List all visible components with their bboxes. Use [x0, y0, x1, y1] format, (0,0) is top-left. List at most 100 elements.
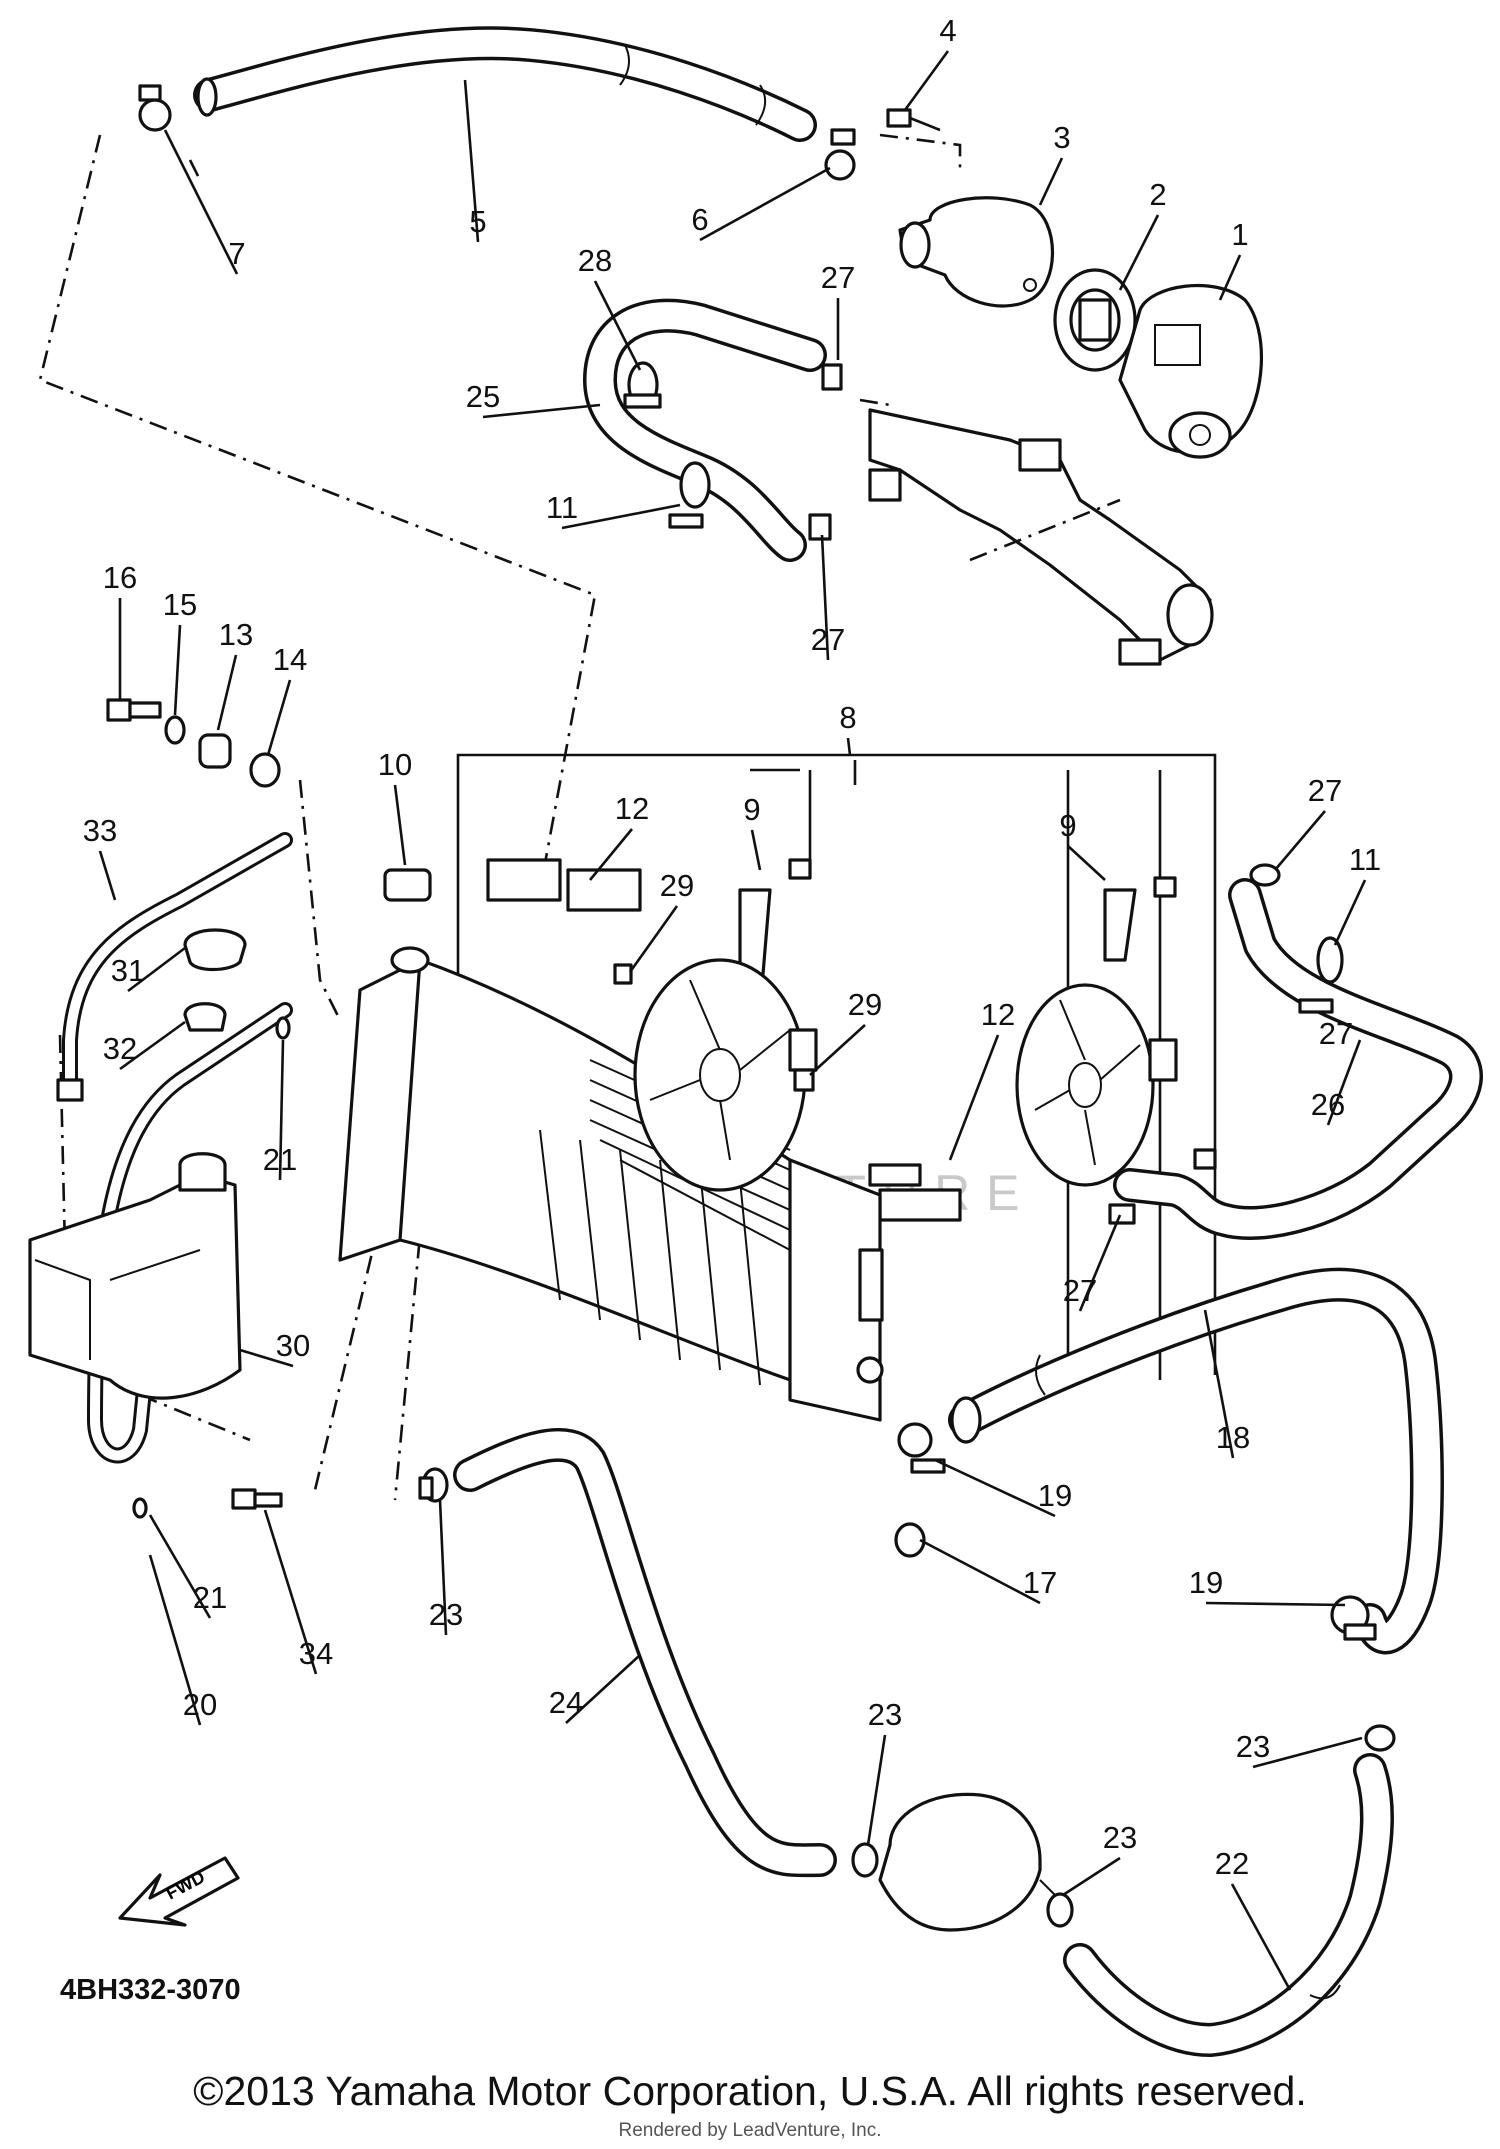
radiator-hose-18	[948, 1267, 1444, 1655]
hose-clamp-23-d	[1364, 1724, 1396, 1752]
diagram-code: 4BH332-3070	[60, 1974, 241, 2006]
callout-leader-29	[628, 905, 679, 973]
callout-27: 27	[1319, 1016, 1353, 1051]
callout-leader-21	[278, 1039, 285, 1181]
callout-32: 32	[103, 1031, 137, 1066]
callout-27: 27	[1063, 1273, 1097, 1308]
callout-leader-5	[463, 79, 480, 243]
radiator	[338, 946, 884, 1422]
water-pump-housing	[878, 1792, 1056, 1932]
upper-hose-5	[193, 26, 817, 142]
callout-leader-25	[482, 403, 601, 419]
collar-17	[894, 1522, 926, 1558]
bolt-34	[231, 1488, 283, 1510]
callout-leader-1	[1218, 254, 1242, 301]
callout-leader-9	[1067, 845, 1106, 881]
callout-9: 9	[743, 792, 760, 827]
callout-leader-20	[148, 1554, 202, 1726]
hose-clamp-6	[824, 128, 856, 181]
callout-28: 28	[578, 243, 612, 278]
hose-22	[1063, 1753, 1394, 2057]
callout-17: 17	[1023, 1565, 1057, 1600]
hose-26	[1113, 878, 1483, 1240]
hose-clamp-11-upper	[668, 461, 711, 529]
callout-33: 33	[83, 813, 117, 848]
hose-clamp-27-d	[1108, 1203, 1136, 1225]
callout-leader-19	[934, 1458, 1056, 1518]
label-sheets-12-upper	[486, 858, 642, 912]
coolant-reservoir-30	[28, 1152, 242, 1400]
rubber-10	[383, 868, 432, 902]
callout-leader-27	[1274, 810, 1326, 871]
callout-leader-19	[1205, 1601, 1346, 1607]
hose-clamp-23-c	[1046, 1892, 1074, 1928]
overflow-hose-33	[56, 832, 293, 1102]
callout-leader-31	[127, 946, 186, 993]
callout-2: 2	[1149, 177, 1166, 212]
callout-leader-32	[119, 1020, 186, 1071]
washer-15	[164, 715, 186, 745]
callout-leader-13	[216, 654, 238, 731]
fan-motor-left	[633, 888, 818, 1192]
clip-21-lower	[132, 1497, 148, 1519]
hose-clamp-28	[623, 361, 662, 409]
hose-clamp-19-upper	[897, 1422, 946, 1474]
callout-leader-18	[1203, 1309, 1235, 1459]
callout-leader-23	[1062, 1856, 1121, 1897]
callout-leader-12	[948, 1034, 1000, 1161]
callout-19: 19	[1189, 1565, 1223, 1600]
callout-27: 27	[821, 260, 855, 295]
callout-5: 5	[469, 204, 486, 239]
grommet-13	[198, 733, 232, 769]
hose-24	[453, 1428, 837, 1878]
callout-leader-30	[239, 1348, 294, 1368]
thermostat-housing-1	[1118, 283, 1264, 459]
callout-12: 12	[615, 791, 649, 826]
callout-21: 21	[193, 1580, 227, 1615]
callout-11: 11	[546, 490, 578, 525]
callout-11: 11	[1349, 842, 1381, 877]
callout-leader-33	[98, 850, 117, 901]
hose-clamp-23-b	[851, 1842, 879, 1878]
callout-leader-24	[565, 1654, 641, 1724]
callout-23: 23	[1236, 1729, 1270, 1764]
callout-leader-17	[919, 1538, 1041, 1605]
callout-13: 13	[219, 617, 253, 652]
callout-24: 24	[549, 1685, 583, 1720]
callout-23: 23	[868, 1697, 902, 1732]
thermostat-cover-3	[898, 196, 1055, 308]
fwd-arrow: FWD	[118, 1856, 240, 1927]
callout-8: 8	[839, 700, 856, 735]
callout-leader-10	[393, 784, 407, 866]
callout-15: 15	[163, 587, 197, 622]
hose-clamp-27-a	[821, 363, 843, 391]
callout-leader-12	[588, 828, 634, 881]
hose-clamp-7	[138, 84, 172, 132]
label-sheets-12-lower	[868, 1163, 962, 1222]
hose-clamp-27-b	[808, 513, 832, 541]
callout-leader-28	[593, 280, 642, 371]
callout-leader-6	[699, 166, 831, 242]
callout-leader-2	[1118, 214, 1160, 291]
callout-21: 21	[263, 1142, 297, 1177]
callout-leader-34	[263, 1509, 318, 1675]
callout-30: 30	[276, 1328, 310, 1363]
callout-18: 18	[1216, 1420, 1250, 1455]
callout-10: 10	[378, 747, 412, 782]
callout-27: 27	[1308, 773, 1342, 808]
callout-20: 20	[183, 1687, 217, 1722]
callout-leader-23	[1252, 1736, 1363, 1769]
callout-leader-29	[809, 1024, 866, 1076]
fan-screw-9-left	[788, 858, 812, 880]
bolt-4	[886, 108, 941, 132]
callout-9: 9	[1059, 808, 1076, 843]
thermostat-2	[1053, 268, 1137, 372]
screw-29-b	[793, 1068, 815, 1092]
callout-leader-23	[438, 1499, 448, 1636]
callout-leader-22	[1230, 1883, 1292, 1991]
screw-29-a	[613, 963, 633, 985]
callout-leader-7	[163, 129, 239, 275]
callout-leader-23	[866, 1734, 887, 1846]
screw-9-lower	[1193, 1148, 1217, 1170]
